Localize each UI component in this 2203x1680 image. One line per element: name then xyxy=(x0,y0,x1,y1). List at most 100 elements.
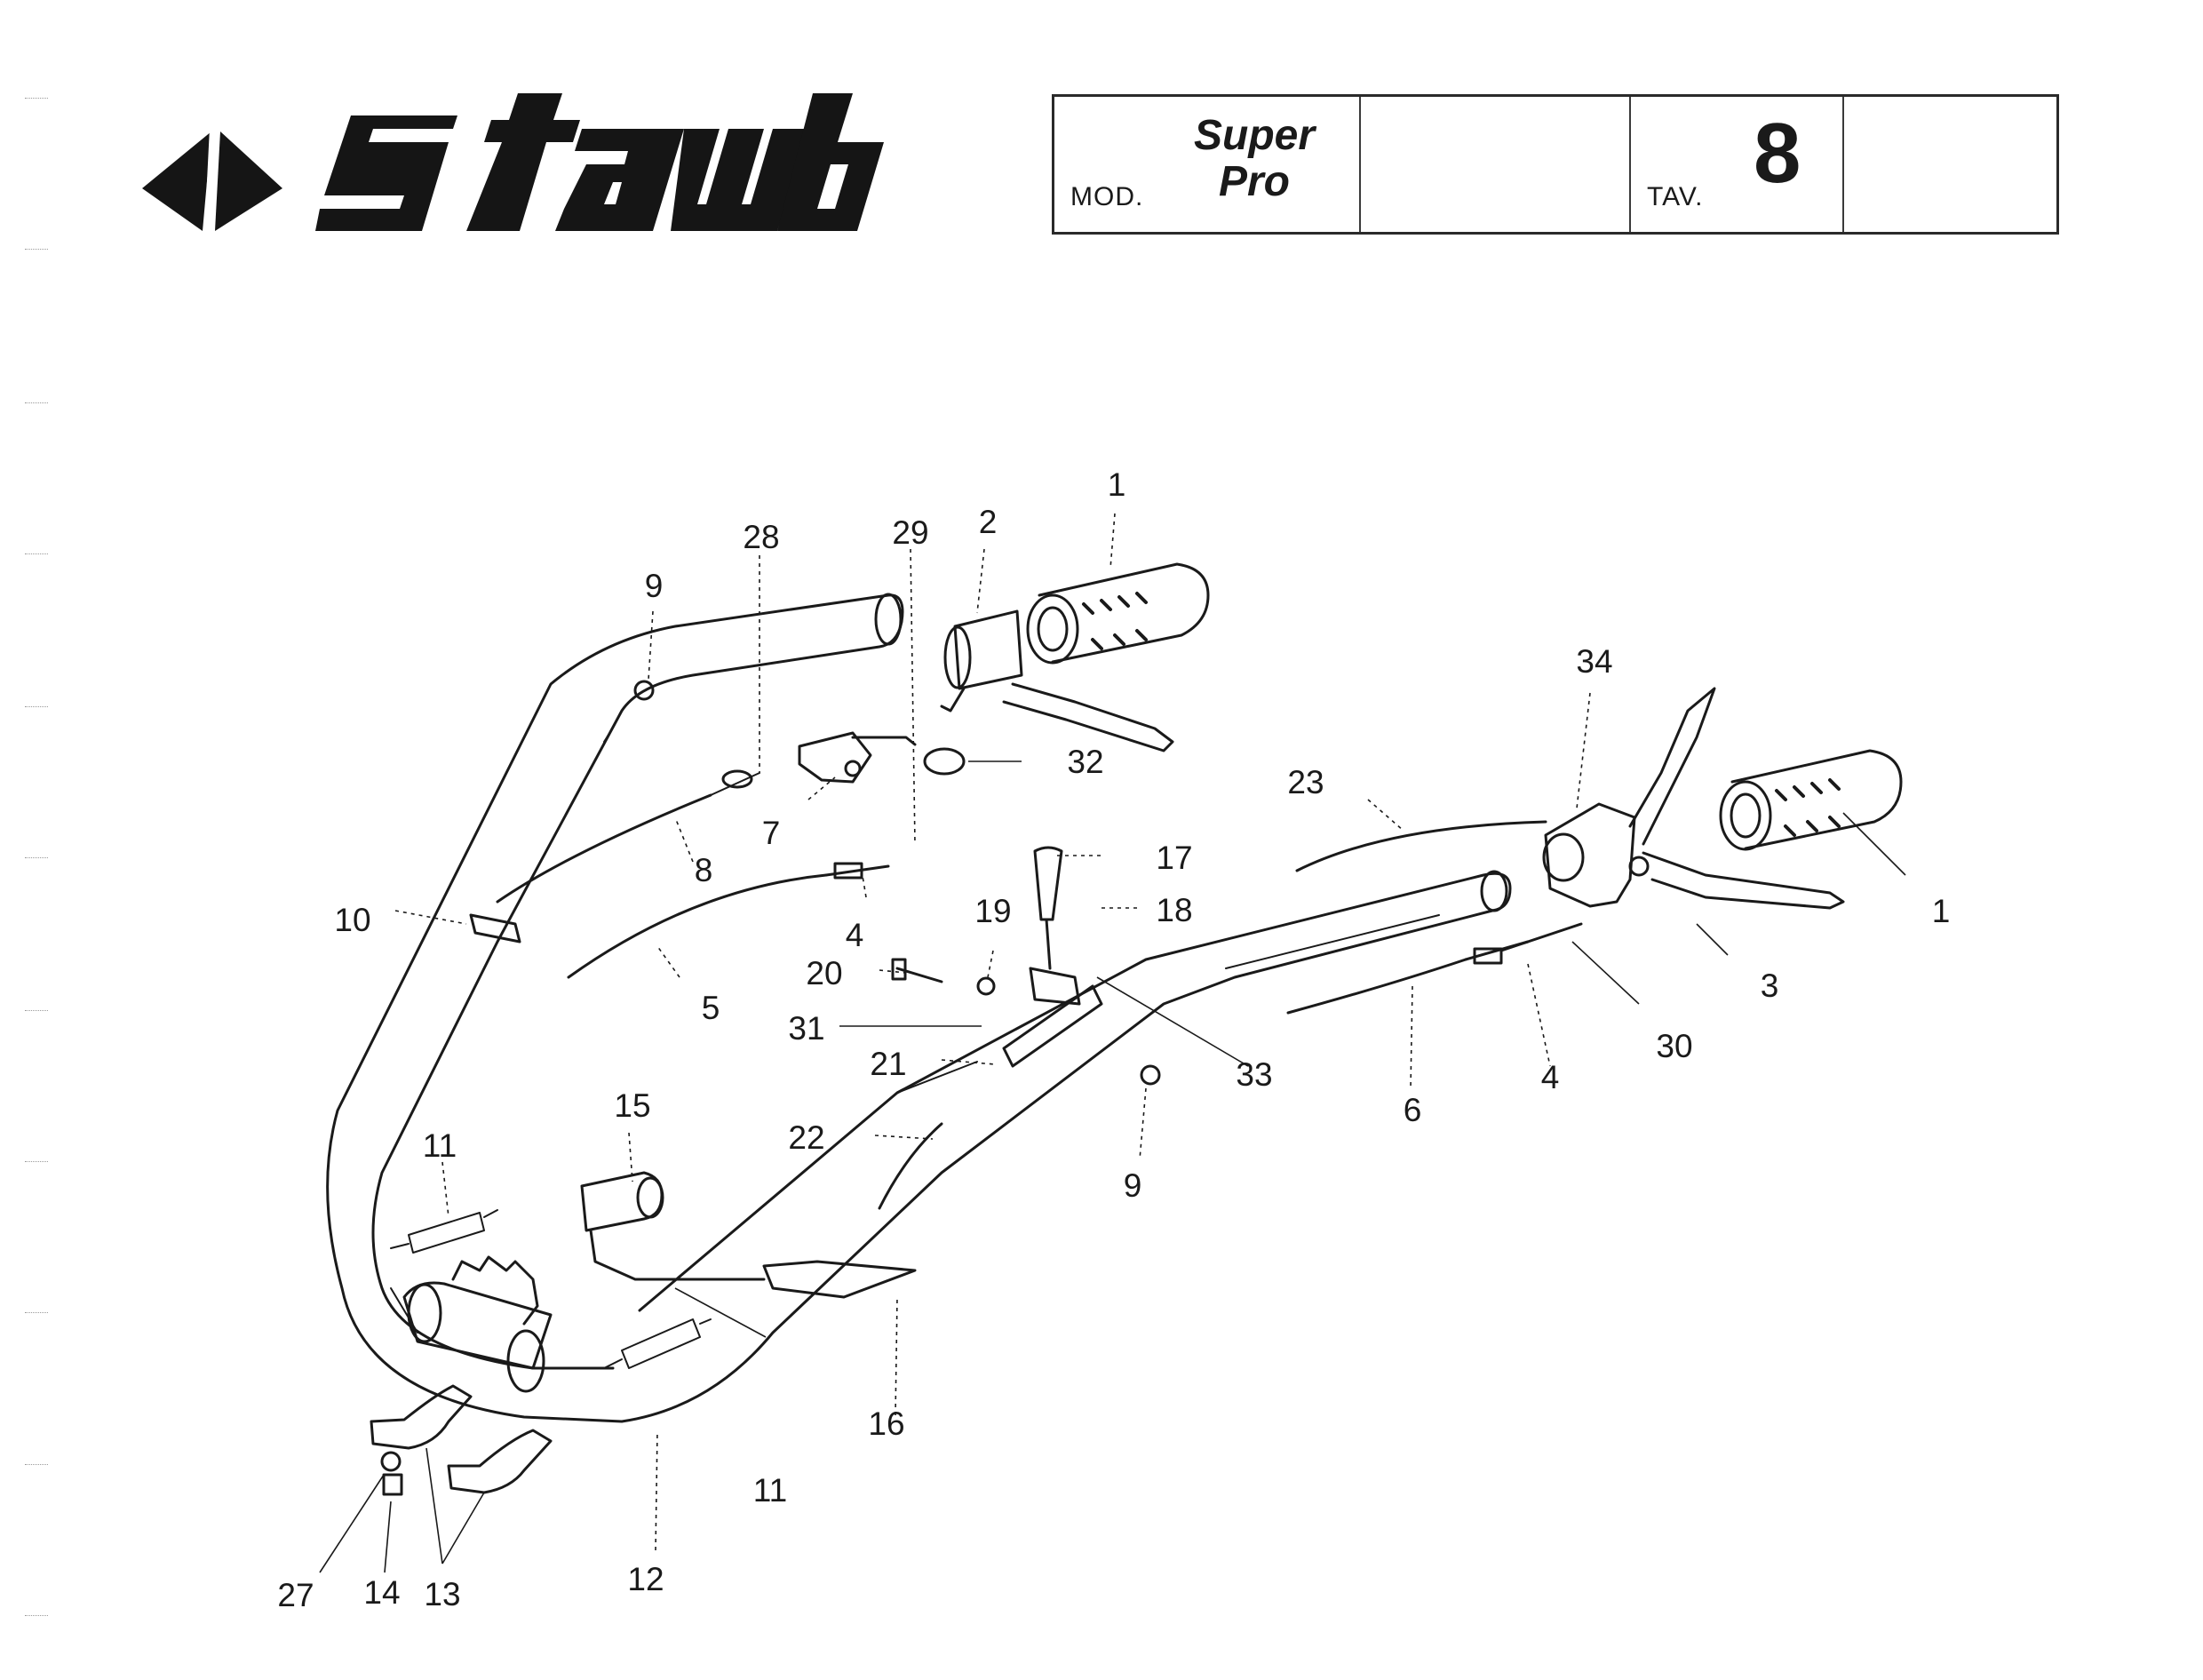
leader-line xyxy=(1410,985,1413,1089)
leader-line xyxy=(674,1287,767,1338)
nut-9b xyxy=(1140,1064,1161,1086)
cable-6 xyxy=(1286,958,1467,1015)
right-lever-assembly xyxy=(1542,687,1845,910)
callout-21: 21 xyxy=(870,1046,906,1082)
callout-5: 5 xyxy=(702,990,720,1026)
mount-collar xyxy=(402,1255,553,1393)
cable-22 xyxy=(878,1122,943,1210)
leader-line xyxy=(807,776,836,800)
throttle-lever xyxy=(798,731,917,784)
margin-mark xyxy=(25,249,48,250)
margin-mark xyxy=(25,857,48,858)
title-block: MOD. Super Pro TAV. 8 xyxy=(1052,94,2059,235)
callout-8: 8 xyxy=(695,852,713,888)
leader-line xyxy=(674,816,694,863)
callout-20: 20 xyxy=(806,955,842,991)
lever-bracket xyxy=(1002,984,1103,1068)
callout-11: 11 xyxy=(753,1472,787,1509)
callout-9: 9 xyxy=(1124,1167,1142,1204)
clamp-plate-13a xyxy=(370,1384,473,1450)
margin-mark xyxy=(25,1010,48,1011)
margin-mark xyxy=(25,98,48,99)
blank-cell xyxy=(1359,97,1631,232)
callout-11: 11 xyxy=(423,1127,457,1164)
callout-22: 22 xyxy=(788,1119,824,1156)
model-cell: MOD. Super Pro xyxy=(1054,97,1361,232)
margin-mark xyxy=(25,1161,48,1162)
staub-logo: staub xyxy=(133,89,884,244)
leader-line xyxy=(1139,1087,1147,1160)
leader-line xyxy=(1576,692,1591,809)
leader-line xyxy=(648,610,654,681)
leader-line xyxy=(1527,963,1551,1067)
cable-ferrule xyxy=(721,769,753,789)
handlebar-end xyxy=(874,593,903,646)
leader-line xyxy=(1096,976,1249,1067)
callout-19: 19 xyxy=(974,893,1011,929)
nut-19 xyxy=(976,976,996,996)
bolt-20 xyxy=(891,958,943,983)
leader-line xyxy=(1696,923,1729,956)
callout-1: 1 xyxy=(1108,466,1126,503)
callout-4: 4 xyxy=(846,917,864,953)
bolt-27 xyxy=(380,1451,402,1472)
leader-line xyxy=(425,1447,485,1565)
gear-lever xyxy=(1029,846,1081,1006)
margin-mark xyxy=(25,1464,48,1465)
cable-23 xyxy=(1295,820,1547,872)
leader-line xyxy=(628,1132,633,1182)
callout-33: 33 xyxy=(1236,1056,1272,1093)
margin-mark xyxy=(25,1615,48,1616)
margin-mark xyxy=(25,1312,48,1313)
knob-32 xyxy=(923,747,966,776)
leader-line xyxy=(1842,812,1906,876)
leader-line xyxy=(1109,513,1116,569)
leader-line xyxy=(895,1296,898,1416)
callout-29: 29 xyxy=(892,514,928,551)
callout-3: 3 xyxy=(1761,967,1779,1004)
spring-11b xyxy=(603,1318,712,1369)
leader-line xyxy=(910,548,916,845)
leader-line xyxy=(976,548,985,614)
tav-number: 8 xyxy=(1754,106,1801,201)
callout-2: 2 xyxy=(979,504,998,540)
callout-18: 18 xyxy=(1156,892,1192,928)
tav-cell: TAV. 8 xyxy=(1629,97,1844,232)
callout-13: 13 xyxy=(424,1576,460,1612)
staub-logo-wordmark xyxy=(315,93,884,231)
left-lever-collar xyxy=(940,609,1174,752)
callout-31: 31 xyxy=(788,1010,824,1047)
right-grip xyxy=(1719,749,1903,851)
callout-23: 23 xyxy=(1287,764,1324,800)
cable-5 xyxy=(567,873,828,979)
leader-line xyxy=(987,950,994,978)
nut-14 xyxy=(382,1473,403,1496)
callout-28: 28 xyxy=(743,519,779,555)
model-name-line2: Pro xyxy=(1218,158,1290,205)
handlebar-tube xyxy=(326,593,1512,1423)
leader-line xyxy=(1367,799,1404,832)
cable-fitting-4b xyxy=(1464,940,1530,965)
clamp-10 xyxy=(469,913,521,944)
callout-17: 17 xyxy=(1156,840,1192,876)
margin-mark xyxy=(25,402,48,403)
mod-label: MOD. xyxy=(1070,182,1144,211)
model-name-line1: Super xyxy=(1193,112,1316,159)
clamp-plate-13b xyxy=(447,1429,553,1494)
callout-12: 12 xyxy=(627,1561,664,1597)
left-grip xyxy=(1026,562,1210,665)
bracket-15 xyxy=(580,1171,766,1281)
callout-4: 4 xyxy=(1541,1059,1560,1095)
callout-1: 1 xyxy=(1932,893,1951,929)
callout-9: 9 xyxy=(645,568,664,604)
handlebar-tube-shade xyxy=(1225,914,1440,969)
handlebar-tube-shade xyxy=(603,710,623,743)
margin-mark xyxy=(25,706,48,707)
leader-line xyxy=(656,945,680,978)
callout-34: 34 xyxy=(1576,643,1612,680)
staub-logo-mark xyxy=(142,128,282,235)
foot-plate-16 xyxy=(762,1260,917,1299)
model-name: Super Pro xyxy=(1161,113,1348,205)
spring-11a xyxy=(390,1209,498,1254)
